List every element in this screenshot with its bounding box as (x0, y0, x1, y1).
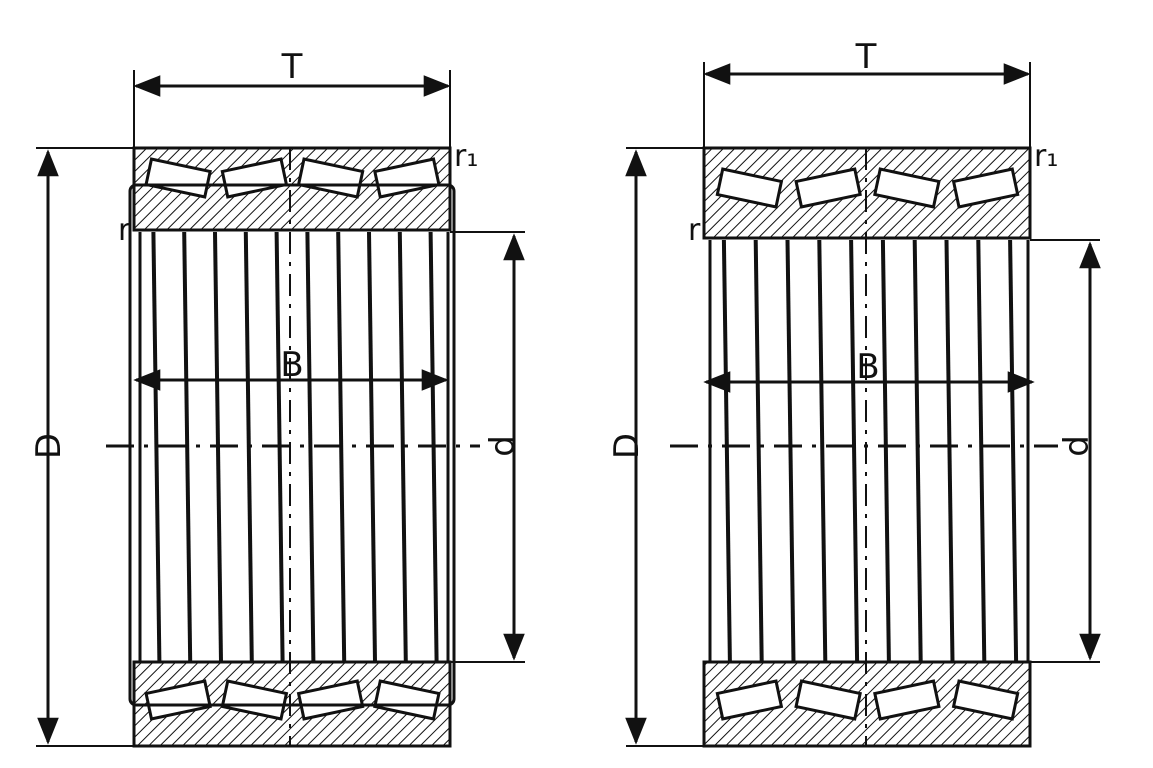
label-r1-right: r₁ (1034, 139, 1058, 174)
label-D-right: D (607, 433, 647, 459)
rollers-bottom-left (144, 679, 441, 721)
roller-lines-right (708, 239, 1030, 663)
roller-line (1008, 239, 1019, 663)
roller-line (182, 231, 193, 663)
bearing-drawing-left: T D d B r r₁ (29, 47, 525, 748)
roller (873, 167, 941, 209)
rollers-bottom-right (715, 679, 1020, 721)
roller-line (151, 231, 162, 663)
roller-lines-left (138, 231, 450, 663)
label-D-left: D (29, 433, 69, 459)
roller (794, 167, 862, 209)
label-d-right: d (1057, 435, 1097, 457)
roller (715, 167, 784, 209)
roller-line (721, 239, 732, 663)
label-r-left: r (118, 213, 131, 248)
label-B-left: B (280, 345, 303, 385)
roller-line (753, 239, 764, 663)
roller-line (785, 239, 796, 663)
label-r1-left: r₁ (454, 139, 478, 174)
bearing-drawing-right: T D d B r r₁ (607, 37, 1101, 748)
roller-line (912, 239, 923, 663)
roller-line (880, 239, 891, 663)
roller (951, 167, 1020, 209)
roller-line (305, 231, 316, 663)
roller-line (397, 231, 408, 663)
roller (715, 679, 784, 721)
roller-line (976, 239, 987, 663)
label-T-left: T (281, 47, 303, 87)
label-r-right: r (688, 213, 701, 248)
roller (873, 679, 941, 721)
roller-line (817, 239, 828, 663)
roller-line (849, 239, 860, 663)
roller (794, 679, 862, 721)
roller-line (944, 239, 955, 663)
label-B-right: B (856, 347, 879, 387)
roller (951, 679, 1020, 721)
label-T-right: T (855, 37, 877, 77)
label-d-left: d (483, 435, 523, 457)
rollers-top-right (715, 167, 1020, 209)
